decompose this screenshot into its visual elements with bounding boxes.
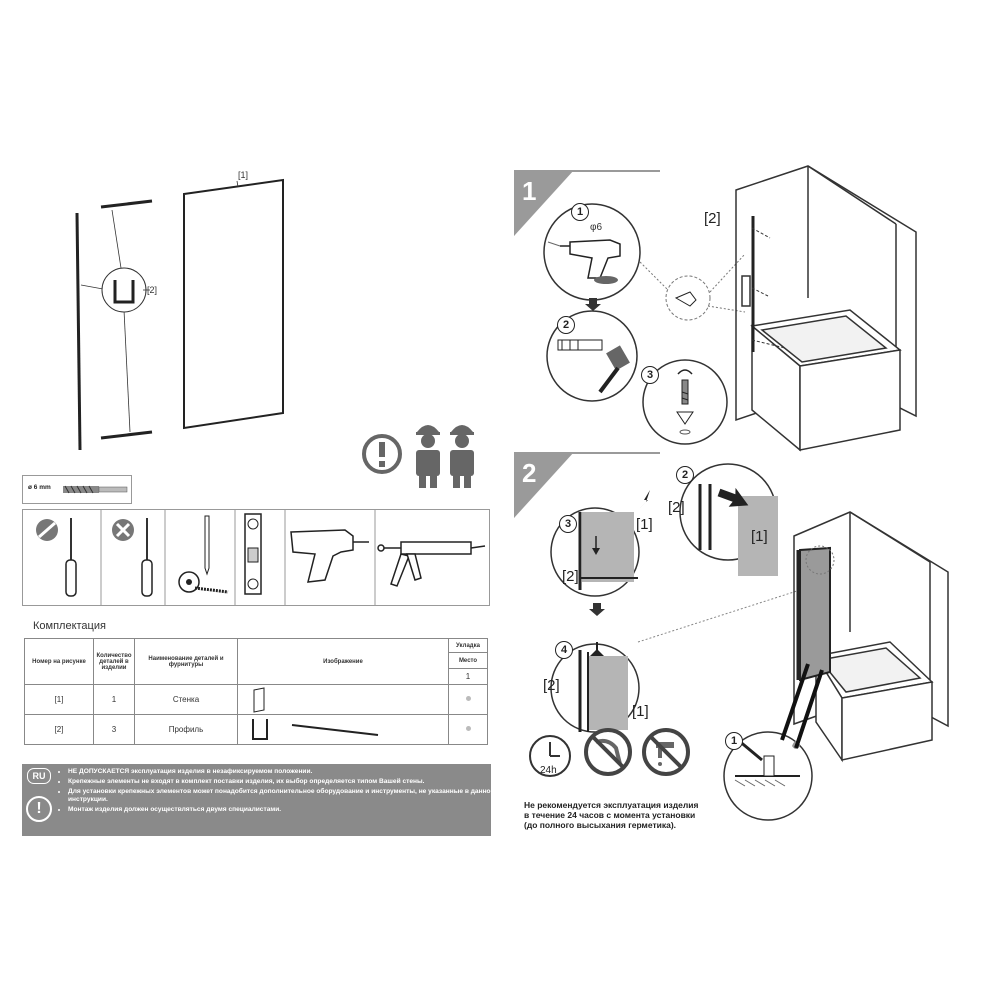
row-qty: 3 — [93, 714, 135, 745]
caption-line: Не рекомендуется эксплуатация изделия — [524, 800, 699, 810]
bathroom-step2 — [793, 511, 949, 763]
hammer-icon — [557, 339, 630, 394]
row-image — [237, 684, 449, 715]
time-label: 24h — [540, 765, 557, 776]
power-drill-icon — [547, 239, 621, 284]
cure-time-caption: Не рекомендуется эксплуатация изделия в … — [524, 800, 764, 830]
step2-label-1c: [1] — [632, 703, 649, 720]
step1-flag — [514, 170, 660, 236]
flat-screwdriver-icon — [36, 518, 77, 597]
table-row: [1] 1 Стенка — [24, 684, 488, 715]
step1-sub3-number: 3 — [641, 366, 659, 384]
panel-label: [1] — [238, 170, 249, 180]
row-number: [1] — [24, 684, 94, 715]
step2-label-2b: [2] — [668, 499, 685, 516]
row-number: [2] — [24, 714, 94, 745]
step1-sub1-number: 1 — [571, 203, 589, 221]
col-name: Наименование деталей и фурнитуры — [134, 638, 238, 685]
clock-icon — [529, 735, 571, 777]
notes-box: RU ! НЕ ДОПУСКАЕТСЯ эксплуатация изделия… — [22, 764, 495, 836]
profile-label: [2] — [147, 285, 158, 295]
caulking-gun-icon — [377, 541, 486, 587]
note-item: НЕ ДОПУСКАЕТСЯ эксплуатация изделия в не… — [68, 768, 498, 776]
no-tap-icon — [642, 728, 690, 776]
worker-icon — [450, 425, 474, 488]
row-image — [237, 714, 449, 745]
col-qty: Количество деталей в изделии — [93, 638, 135, 685]
tools-strip — [22, 509, 490, 606]
step2-sub1-number: 1 — [725, 732, 743, 750]
caption-line: (до полного высыхания герметика). — [524, 820, 677, 830]
step1-part-label: [2] — [704, 210, 721, 227]
drill-bit-spec: ø 6 mm — [22, 475, 132, 504]
step1-illustration — [543, 165, 917, 452]
no-shower-icon — [584, 728, 632, 776]
power-drill-icon — [290, 529, 369, 583]
worker-icon — [416, 425, 440, 488]
step1-number: 1 — [522, 176, 537, 206]
step2-number: 2 — [522, 458, 537, 488]
col-image: Изображение — [237, 638, 449, 685]
row-dot — [448, 684, 488, 715]
parts-diagram — [75, 178, 284, 451]
step2-label-2c: [2] — [543, 677, 560, 694]
kit-table: Номер на рисунке Количество деталей в из… — [24, 638, 488, 745]
step1-drill-label: φ6 — [590, 222, 603, 233]
caption-line: в течение 24 часов с момента установки — [524, 810, 696, 820]
step2-flag — [514, 452, 660, 518]
note-item: Монтаж изделия должен осуществляться дву… — [68, 806, 498, 814]
glass-panel — [799, 546, 831, 682]
step1-sub2-number: 2 — [557, 316, 575, 334]
kit-title: Комплектация — [33, 620, 106, 632]
step2-sub4-number: 4 — [555, 641, 573, 659]
language-badge: RU — [27, 768, 51, 784]
drill-size-label: ø 6 mm — [28, 484, 51, 491]
note-item: Крепежные элементы не входят в комплект … — [68, 778, 498, 786]
table-row: [2] 3 Профиль — [24, 714, 488, 745]
bathroom-step1 — [735, 165, 917, 452]
step2-illustration — [529, 463, 949, 821]
step2-sub2-number: 2 — [676, 466, 694, 484]
step2-sub3-number: 3 — [559, 515, 577, 533]
pencil-tape-measure-icon — [178, 515, 229, 594]
warning-icon: ! — [26, 796, 52, 822]
row-name: Стенка — [134, 684, 238, 715]
note-item: Для установки крепежных элементов может … — [68, 788, 498, 804]
two-installers-warning — [362, 425, 474, 488]
row-dot — [448, 714, 488, 745]
col-number: Номер на рисунке — [24, 638, 94, 685]
col-packing: Укладка — [448, 638, 488, 653]
phillips-screwdriver-icon — [112, 518, 153, 597]
step2-label-1b: [1] — [751, 528, 768, 545]
step2-label-2a: [2] — [562, 568, 579, 585]
col-place: Место — [448, 652, 488, 669]
row-qty: 1 — [93, 684, 135, 715]
step2-label-1a: [1] — [636, 516, 653, 533]
screw-icon — [676, 369, 694, 435]
place-number: 1 — [448, 668, 488, 685]
row-name: Профиль — [134, 714, 238, 745]
spirit-level-icon — [244, 513, 262, 595]
